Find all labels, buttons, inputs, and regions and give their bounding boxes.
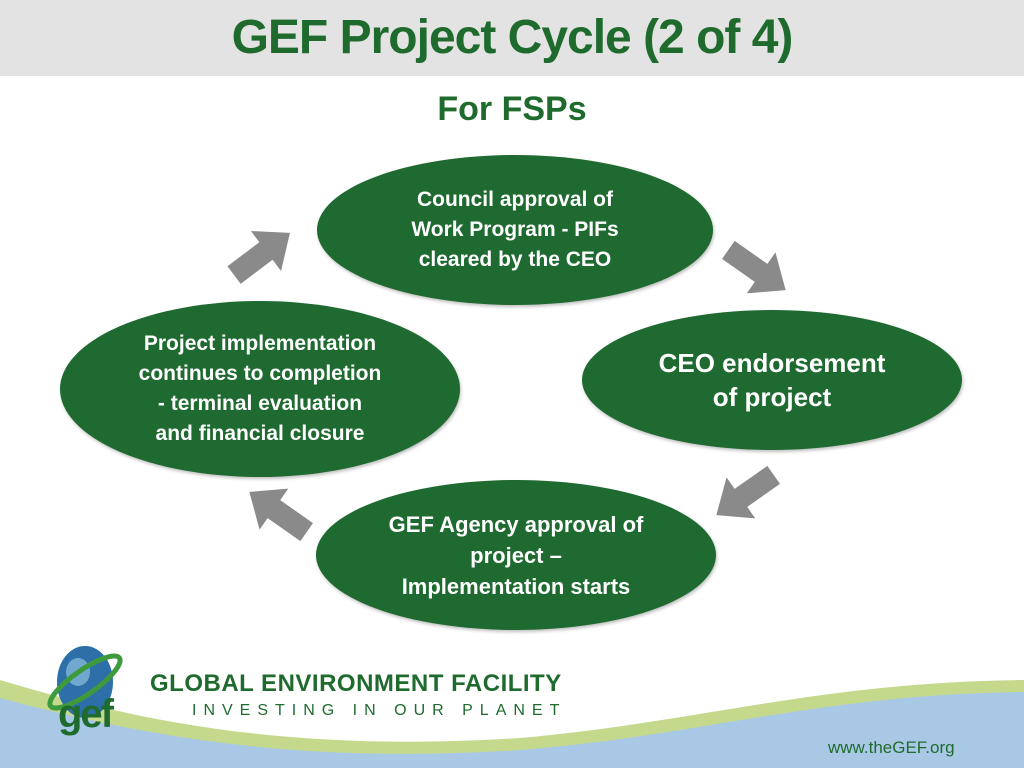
gef-logo-text: gef bbox=[58, 692, 114, 736]
arrow-bottom-left bbox=[249, 488, 313, 542]
step-council-approval: Council approval of Work Program - PIFs … bbox=[317, 155, 713, 305]
footer-wave-blue bbox=[0, 688, 1024, 768]
step-label: Project implementation continues to comp… bbox=[138, 332, 382, 445]
step-label: GEF Agency approval of project – Impleme… bbox=[388, 511, 644, 599]
step-agency-approval: GEF Agency approval of project – Impleme… bbox=[316, 480, 716, 630]
page-title: GEF Project Cycle (2 of 4) bbox=[231, 11, 794, 64]
title-band bbox=[0, 0, 1024, 76]
website-url: www.theGEF.org bbox=[828, 738, 955, 757]
step-label: Council approval of Work Program - PIFs … bbox=[411, 188, 619, 271]
gef-globe-logo bbox=[47, 646, 123, 718]
step-ceo-endorsement: CEO endorsement of project bbox=[582, 310, 962, 450]
org-tagline: INVESTING IN OUR PLANET bbox=[192, 702, 567, 719]
org-name: GLOBAL ENVIRONMENT FACILITY bbox=[150, 670, 562, 697]
arrow-bottom-right bbox=[716, 465, 780, 519]
page-subtitle: For FSPs bbox=[437, 90, 587, 128]
step-implementation: Project implementation continues to comp… bbox=[60, 301, 460, 477]
footer-wave-green bbox=[0, 680, 1024, 754]
arrow-top-left bbox=[227, 231, 290, 284]
arrow-top-right bbox=[722, 240, 786, 294]
step-label: CEO endorsement of project bbox=[658, 348, 886, 412]
